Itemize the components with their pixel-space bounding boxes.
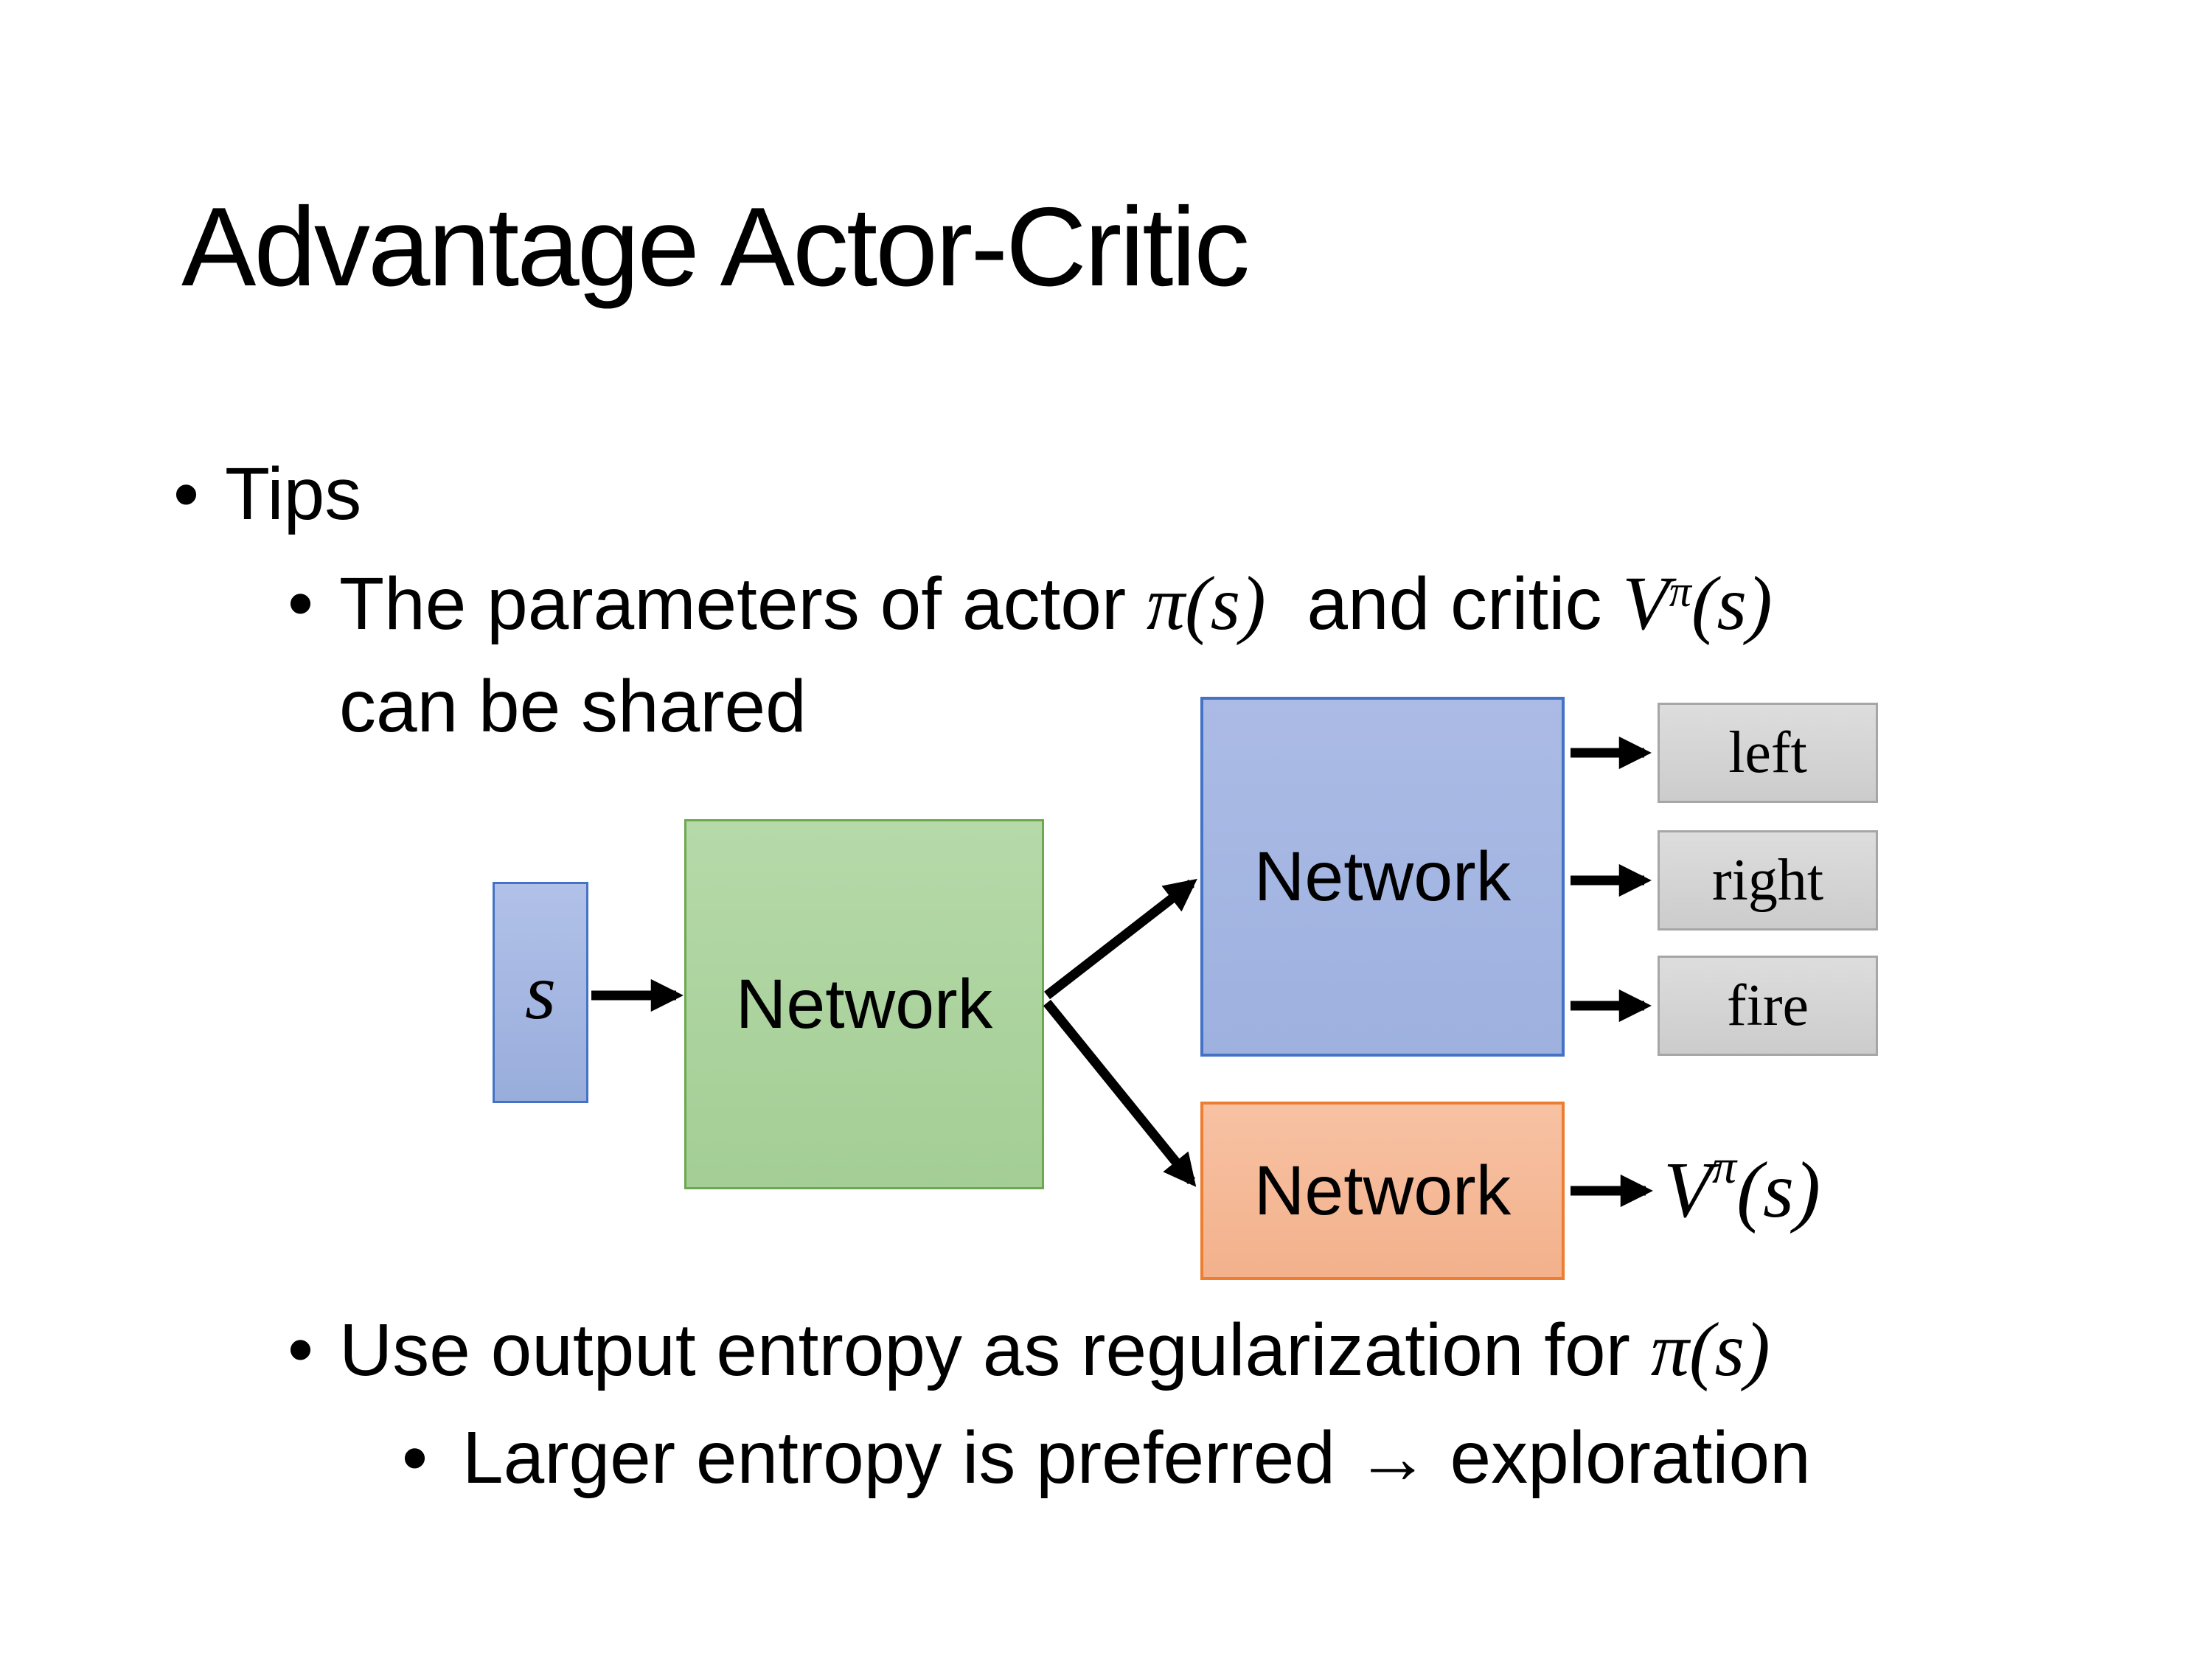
critic-v-term-base: V <box>1622 561 1669 646</box>
bullet-icon: • <box>402 1416 428 1499</box>
action-box-fire: fire <box>1658 956 1878 1056</box>
action-label-left: left <box>1728 720 1807 785</box>
page-title: Advantage Actor-Critic <box>181 184 1250 310</box>
tips-label: Tips <box>225 453 362 535</box>
critic-v-term-sup: π <box>1669 566 1691 616</box>
critic-network-box: Network <box>1200 1102 1565 1280</box>
action-label-fire: fire <box>1726 973 1809 1038</box>
bullet-item-entropy-regularization: • Use output entropy as regularization f… <box>288 1304 1770 1397</box>
shared-network-box: Network <box>684 819 1044 1189</box>
pi-s-term: π(s) <box>1650 1307 1770 1392</box>
bullet-item-shared-parameters: • The parameters of actor π(s) and criti… <box>288 557 1773 753</box>
shared-network-label: Network <box>735 964 993 1043</box>
larger-entropy-text: Larger entropy is preferred → exploratio… <box>462 1416 1811 1499</box>
action-label-right: right <box>1711 847 1824 913</box>
entropy-regularization-text: Use output entropy as regularization for… <box>339 1307 1770 1392</box>
shared-parameters-line1: The parameters of actor π(s) and critic … <box>339 561 1773 646</box>
bullet-icon: • <box>288 562 314 644</box>
state-input-label: s <box>524 948 557 1036</box>
arrow-shared-to-critic <box>1043 999 1197 1187</box>
action-box-left: left <box>1658 703 1878 803</box>
bullet-icon: • <box>173 453 200 535</box>
actor-network-label: Network <box>1253 837 1512 916</box>
bullet-item-tips: • Tips <box>173 448 361 540</box>
action-box-right: right <box>1658 830 1878 931</box>
state-input-box: s <box>493 882 588 1103</box>
bullet-icon: • <box>288 1308 314 1391</box>
shared-parameters-line2: can be shared <box>339 665 807 748</box>
critic-network-label: Network <box>1253 1151 1512 1230</box>
actor-network-box: Network <box>1200 697 1565 1057</box>
bullet-item-larger-entropy: • Larger entropy is preferred → explorat… <box>402 1412 1811 1504</box>
actor-pi-s-term: π(s) <box>1146 561 1266 646</box>
critic-v-term-args: (s) <box>1691 561 1773 646</box>
arrow-shared-to-actor <box>1044 878 1197 1000</box>
